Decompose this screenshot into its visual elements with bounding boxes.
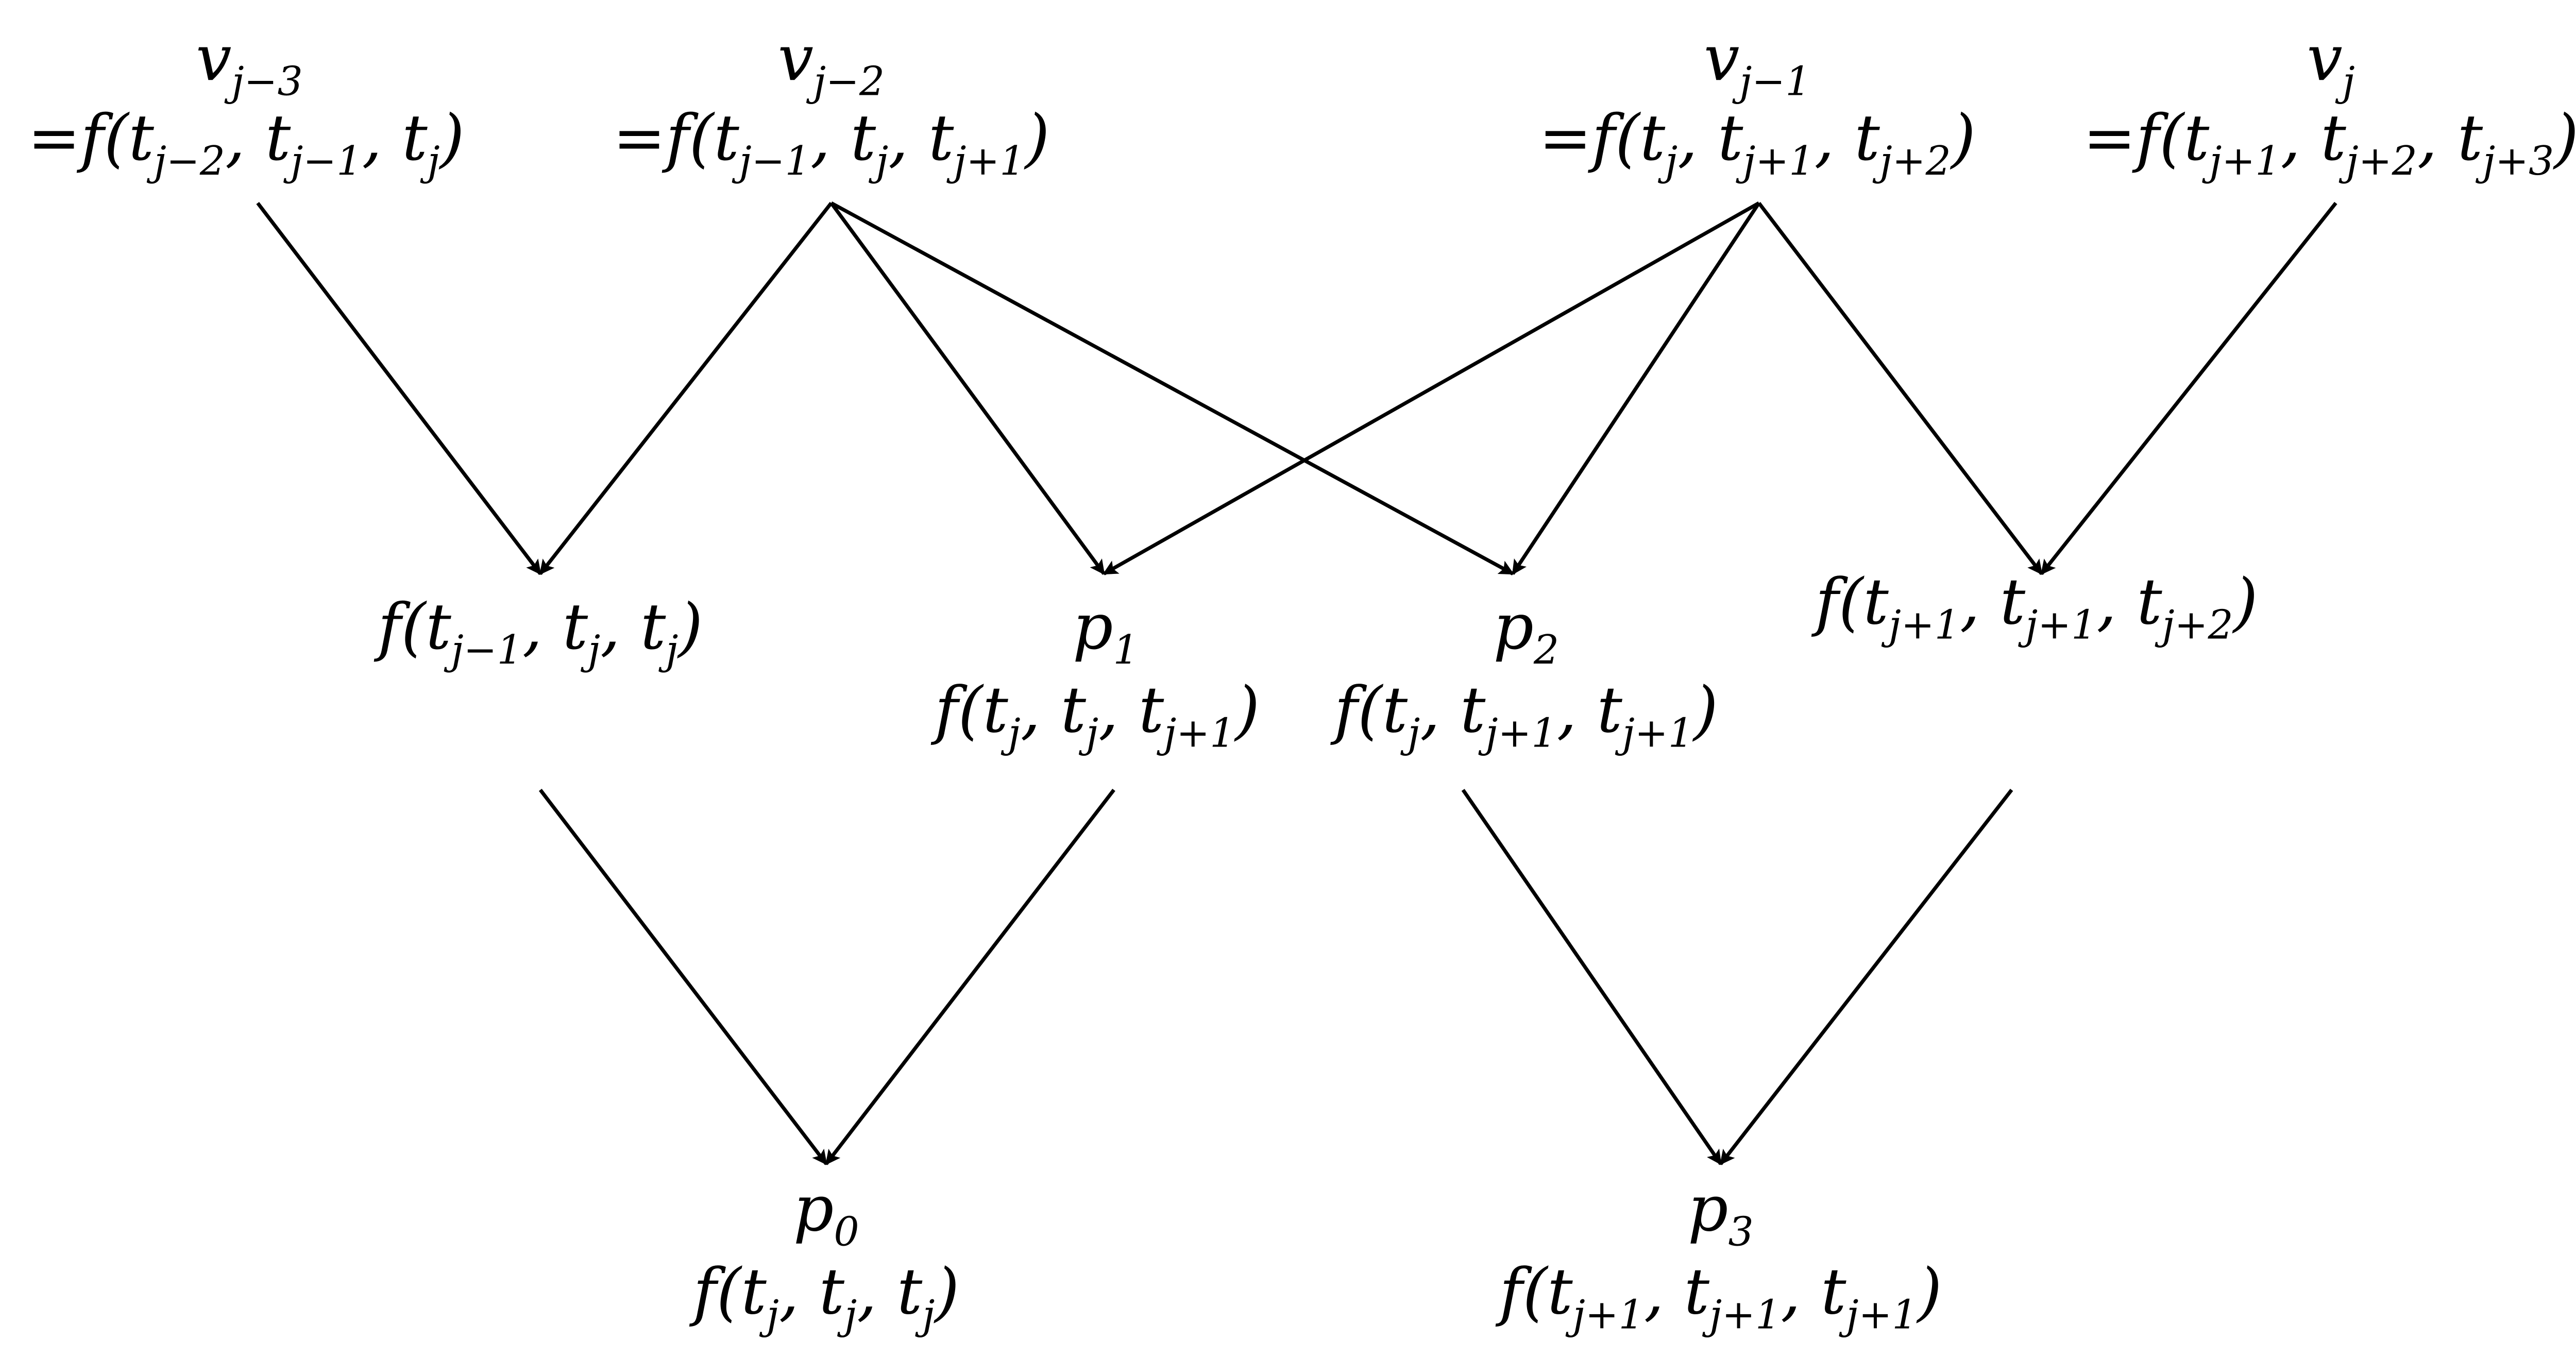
node-v-j-minus-2-value: =f(tj−1, tj, tj+1): [613, 101, 1050, 184]
node-p0-value: f(tj, tj, tj): [689, 1255, 959, 1338]
arrow-edge: [256, 201, 542, 575]
arrow-edge: [1461, 789, 1722, 1165]
node-p3-value: f(tj+1, tj+1, tj+1): [1495, 1255, 1942, 1338]
arrow-edge: [824, 789, 1115, 1165]
node-v-j-minus-3-name: vj−3: [196, 21, 302, 105]
arrow-edge: [829, 201, 1106, 575]
node-p3-name: p3: [1688, 1172, 1754, 1255]
arrow-edge: [2040, 201, 2337, 575]
node-v-j-minus-2-name: vj−2: [778, 21, 885, 105]
arrow-edge: [538, 201, 833, 575]
node-p2-value: f(tj, tj+1, tj+1): [1330, 673, 1718, 756]
node-p1-name: p1: [1073, 590, 1139, 673]
arrow-edge: [830, 201, 1515, 575]
node-p2-name: p2: [1493, 590, 1559, 673]
node-v-j-name: vj: [2307, 21, 2354, 105]
node-mid-0-value: f(tj−1, tj, tj): [374, 590, 703, 673]
arrow-edge: [538, 789, 828, 1165]
node-v-j-minus-1-value: =f(tj, tj+1, tj+2): [1539, 101, 1976, 184]
node-p0-name: p0: [793, 1172, 859, 1255]
arrow-edge: [1511, 202, 1761, 575]
node-v-j-minus-1-name: vj−1: [1704, 21, 1810, 105]
arrow-edge: [1103, 201, 1760, 575]
node-mid-3-value: f(tj+1, tj+1, tj+2): [1811, 565, 2258, 649]
arrow-edge: [1757, 201, 2043, 575]
edges: [256, 201, 2337, 1165]
node-p1-value: f(tj, tj, tj+1): [930, 673, 1260, 756]
arrow-edge: [1719, 789, 2013, 1165]
node-v-j-value: =f(tj+1, tj+2, tj+3): [2083, 101, 2576, 184]
node-v-j-minus-3-value: =f(tj−2, tj−1, tj): [28, 101, 465, 184]
